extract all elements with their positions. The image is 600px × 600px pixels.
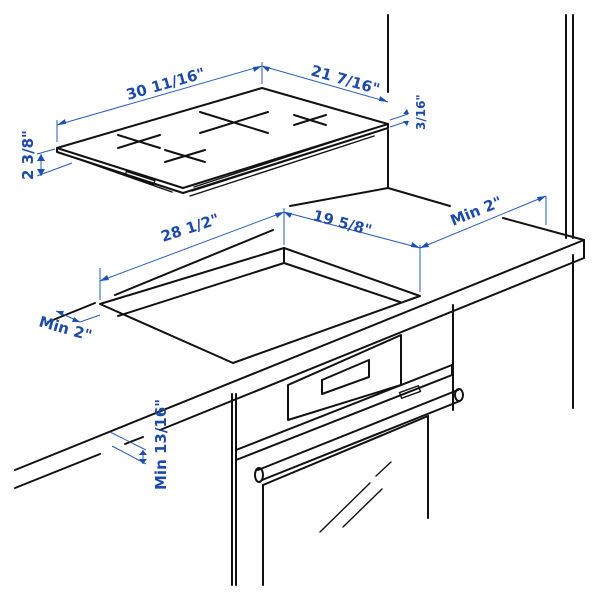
- dimension-label: Min 2": [37, 313, 94, 345]
- dimension-label: Min 13/16": [152, 399, 170, 490]
- dimension-annotations: 30 11/16" 21 7/16" 3/16" 2 3/8": [19, 62, 547, 490]
- dimension-label: 3/16": [414, 94, 428, 130]
- cooktop: [56, 87, 389, 197]
- cutout: [99, 247, 421, 364]
- dimension-label: 28 1/2": [159, 210, 222, 246]
- dimension-cooktop-width: 30 11/16": [56, 62, 263, 142]
- dimension-cooktop-depth: 21 7/16": [261, 62, 389, 103]
- dimension-label: Min 2": [448, 193, 505, 230]
- dimension-countertop-thickness: Min 13/16": [109, 399, 170, 490]
- dimension-cooktop-height: 2 3/8": [19, 130, 73, 180]
- dimension-cutout-width: 28 1/2": [99, 208, 285, 300]
- dimension-label: 21 7/16": [309, 62, 382, 99]
- burner-marks: [117, 111, 327, 163]
- dimension-front-clearance: Min 2": [37, 310, 101, 345]
- dimension-label: 2 3/8": [19, 130, 37, 180]
- dimension-label: 30 11/16": [124, 64, 207, 104]
- countertop: [14, 229, 585, 489]
- dimension-rear-clearance: Min 2": [419, 193, 547, 249]
- wall: [289, 14, 585, 409]
- dimension-glass-thickness: 3/16": [389, 94, 428, 130]
- dimension-label: 19 5/8": [311, 206, 374, 239]
- oven: [231, 304, 464, 586]
- dimension-cutout-depth: 19 5/8": [283, 206, 421, 292]
